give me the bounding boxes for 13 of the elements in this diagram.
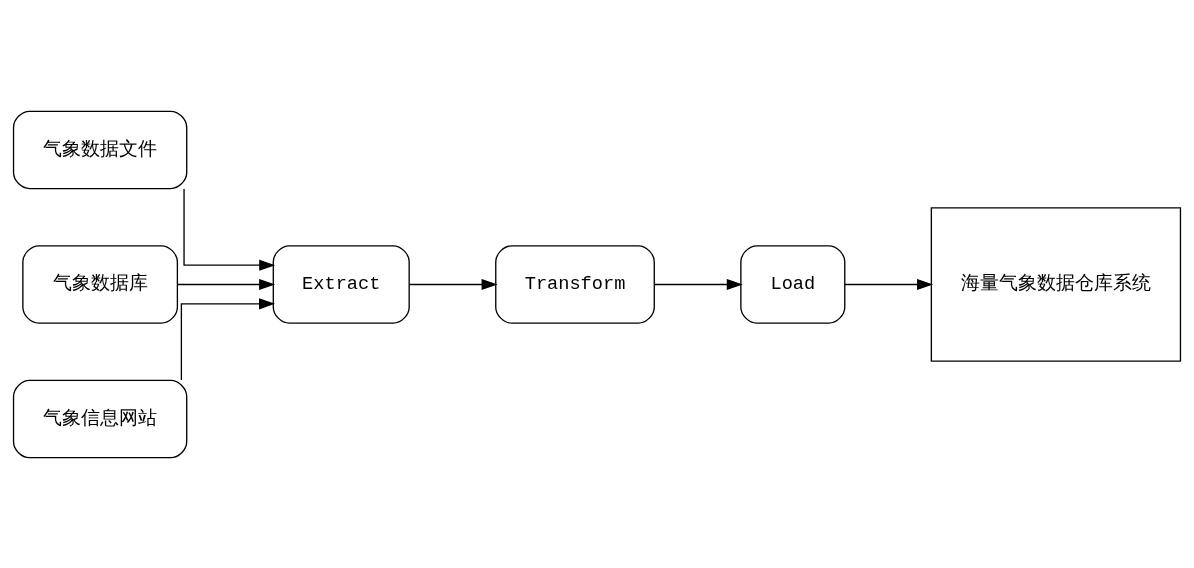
node-box: 海量气象数据仓库系统 (930, 206, 1182, 362)
node-box: 气象信息网站 (12, 379, 188, 458)
arrow (183, 187, 276, 271)
node-box: 气象数据库 (22, 244, 179, 324)
node-box: Load (740, 244, 846, 324)
node-box: Extract (272, 244, 410, 324)
node-box: 气象数据文件 (12, 110, 188, 189)
arrow (408, 278, 498, 290)
arrow (177, 278, 276, 290)
arrow (654, 278, 743, 290)
arrow (180, 297, 275, 381)
node-box: Transform (495, 244, 655, 324)
arrow (844, 278, 934, 290)
